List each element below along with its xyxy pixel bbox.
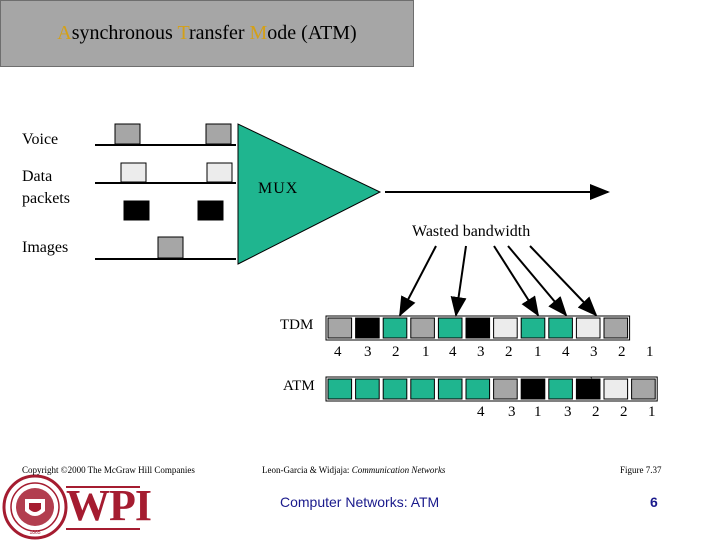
wasted-arrow	[493, 245, 540, 317]
title-banner: Asynchronous Transfer Mode (ATM)	[0, 0, 414, 67]
wpi-seal: 1865	[2, 474, 68, 540]
tdm-slot-frame	[325, 315, 631, 341]
title-part-3: ode (ATM)	[267, 22, 357, 44]
tdm-number: 3	[590, 344, 598, 360]
atm-slot	[631, 378, 656, 400]
atm-slot-frame	[325, 376, 658, 402]
voice-packet	[114, 123, 141, 145]
wasted-arrow	[399, 245, 437, 317]
tdm-number: 1	[646, 344, 654, 360]
atm-number: 1	[534, 404, 542, 420]
atm-slot	[382, 378, 408, 400]
atm-number: 2	[620, 404, 628, 420]
copyright-text: Copyright ©2000 The McGraw Hill Companie…	[22, 465, 195, 475]
wasted-bandwidth-label: Wasted bandwidth	[412, 223, 531, 240]
tdm-slot	[437, 317, 463, 339]
atm-slot-row	[325, 376, 658, 402]
tdm-slot	[355, 317, 380, 339]
tdm-slot-row	[325, 315, 631, 341]
tdm-number: 4	[334, 344, 342, 360]
tdm-number: 3	[477, 344, 485, 360]
title-initial-a: A	[57, 22, 72, 44]
atm-slot	[575, 378, 601, 400]
atm-slot	[603, 378, 629, 400]
tdm-slot	[548, 317, 573, 339]
images-label: Images	[22, 239, 69, 256]
wpi-logo-rule-top	[66, 486, 140, 488]
atm-tick-mark: `	[589, 374, 593, 388]
atm-slot	[520, 378, 546, 400]
tdm-slot	[493, 317, 518, 339]
tdm-number: 4	[449, 344, 457, 360]
image-packet	[157, 236, 184, 259]
data-label-line1: Data	[22, 168, 53, 185]
tdm-slot	[520, 317, 546, 339]
wasted-arrow	[529, 245, 598, 317]
atm-slot	[465, 378, 491, 400]
tdm-slot	[575, 317, 601, 339]
tdm-slot	[327, 317, 353, 339]
voice-packet	[205, 123, 232, 145]
svg-text:1865: 1865	[29, 530, 40, 536]
tdm-number: 3	[364, 344, 372, 360]
title-part-2: ransfer	[188, 22, 250, 44]
title-initial-t: T	[177, 22, 189, 44]
atm-number: 2	[592, 404, 600, 420]
tdm-number: 4	[562, 344, 570, 360]
data-label-line2: packets	[22, 190, 70, 207]
atm-slot	[493, 378, 518, 400]
course-title: Computer Networks: ATM	[280, 494, 440, 510]
tdm-number: 1	[422, 344, 430, 360]
data-packet-dark	[197, 200, 224, 221]
mux-label: MUX	[258, 180, 299, 197]
atm-slot	[437, 378, 463, 400]
data-packet	[120, 162, 147, 183]
title-text: Asynchronous Transfer Mode (ATM)	[57, 22, 356, 45]
voice-label: Voice	[22, 131, 59, 148]
citation: Leon-Garcia & Widjaja: Communication Net…	[262, 465, 445, 475]
tdm-slot	[410, 317, 435, 339]
atm-label: ATM	[283, 378, 315, 394]
atm-slot	[548, 378, 573, 400]
page-number: 6	[650, 494, 658, 510]
citation-authors: Leon-Garcia & Widjaja:	[262, 465, 350, 475]
tdm-slot	[465, 317, 491, 339]
wasted-arrow	[507, 245, 568, 317]
atm-number: 1	[648, 404, 656, 420]
tdm-label: TDM	[280, 317, 314, 333]
title-initial-m: M	[249, 22, 268, 44]
citation-title: Communication Networks	[351, 465, 446, 475]
atm-number: 3	[508, 404, 516, 420]
atm-slot	[355, 378, 380, 400]
wpi-logo-text: WPI	[66, 481, 152, 530]
mux-triangle	[237, 123, 382, 265]
title-part-1: synchronous	[71, 22, 178, 44]
tdm-slot	[382, 317, 408, 339]
tdm-number: 2	[618, 344, 626, 360]
tdm-slot	[603, 317, 629, 339]
atm-slot	[327, 378, 353, 400]
atm-number: 3	[564, 404, 572, 420]
wasted-arrow	[450, 245, 467, 317]
tdm-number: 1	[534, 344, 542, 360]
tdm-number: 2	[392, 344, 400, 360]
atm-slot	[410, 378, 435, 400]
figure-label: Figure 7.37	[620, 465, 662, 475]
wpi-logo-rule-bottom	[66, 528, 140, 530]
data-packet-dark	[123, 200, 150, 221]
data-packet	[206, 162, 233, 183]
atm-number: 4	[477, 404, 485, 420]
data-packets-label: Data packets	[22, 166, 70, 210]
tdm-number: 2	[505, 344, 513, 360]
